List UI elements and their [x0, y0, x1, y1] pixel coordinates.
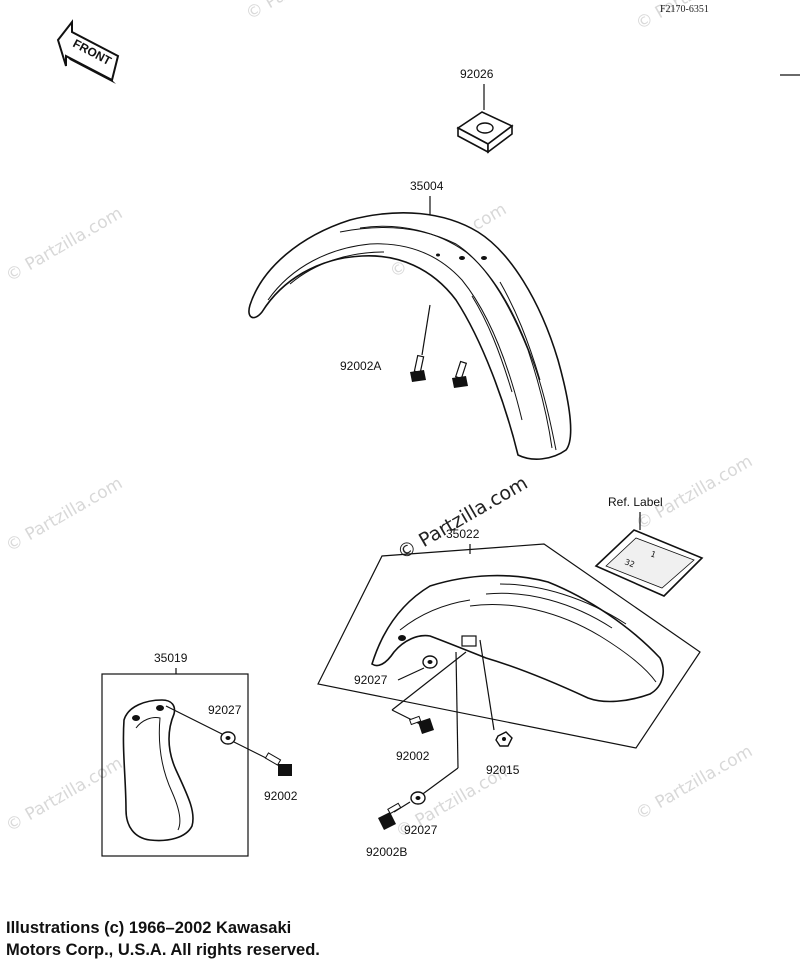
- copyright-notice: Illustrations (c) 1966–2002 Kawasaki Mot…: [6, 917, 320, 961]
- watermark: © Partzilla.com: [3, 473, 127, 556]
- callout-92002: 92002: [396, 749, 430, 763]
- callout-92026: 92026: [460, 67, 494, 81]
- front-fender-icon: [248, 212, 572, 460]
- callout-35019: 35019: [154, 651, 188, 665]
- label-sticker-icon: 32 1: [594, 529, 704, 597]
- washer-icon: [410, 791, 426, 805]
- assembly-frame: [317, 543, 701, 749]
- callout-92002B: 92002B: [366, 845, 407, 859]
- bolt-icon: [264, 752, 292, 776]
- assembly-frame: [101, 673, 249, 857]
- copyright-line: Motors Corp., U.S.A. All rights reserved…: [6, 941, 320, 959]
- callout-35022: 35022: [446, 527, 480, 541]
- leader-line: [397, 667, 425, 681]
- leader-line: [165, 705, 227, 737]
- callout-92027: 92027: [208, 703, 242, 717]
- leader-line: [233, 741, 271, 761]
- watermark: © Partzilla.com: [243, 0, 367, 24]
- leader-line: [419, 767, 459, 797]
- label-sticker-text: 1: [649, 549, 657, 559]
- leader-line: [391, 651, 467, 711]
- ref-label-caption: Ref. Label: [608, 495, 663, 509]
- copyright-line: Illustrations (c) 1966–2002 Kawasaki: [6, 919, 292, 937]
- bolt-icon: [408, 715, 434, 734]
- callout-92027: 92027: [354, 673, 388, 687]
- leader-line: [421, 304, 431, 356]
- label-sticker-text: 32: [623, 557, 636, 569]
- side-cover-icon: [122, 699, 194, 842]
- bolt-icon: [452, 360, 468, 388]
- nut-icon: [495, 731, 513, 747]
- watermark-layer: © Partzilla.com © Partzilla.com © Partzi…: [3, 0, 757, 842]
- damper-pad-icon: [456, 111, 514, 154]
- watermark: © Partzilla.com: [633, 451, 757, 534]
- callout-92002: 92002: [264, 789, 298, 803]
- callout-92027: 92027: [404, 823, 438, 837]
- washer-icon: [220, 731, 236, 745]
- bolt-icon: [378, 802, 402, 830]
- leader-line: [479, 639, 495, 731]
- front-arrow-icon: FRONT: [56, 19, 120, 84]
- rear-fender-icon: [371, 574, 664, 703]
- callout-92015: 92015: [486, 763, 520, 777]
- callout-92002A: 92002A: [340, 359, 381, 373]
- callout-35004: 35004: [410, 179, 444, 193]
- reference-code: F2170-6351: [660, 4, 709, 15]
- leader-line: [455, 651, 459, 769]
- watermark: © Partzilla.com: [3, 203, 127, 286]
- washer-icon: [422, 655, 438, 669]
- watermark: © Partzilla.com: [633, 741, 757, 824]
- bolt-icon: [410, 354, 426, 382]
- watermark: © Partzilla.com: [3, 753, 127, 836]
